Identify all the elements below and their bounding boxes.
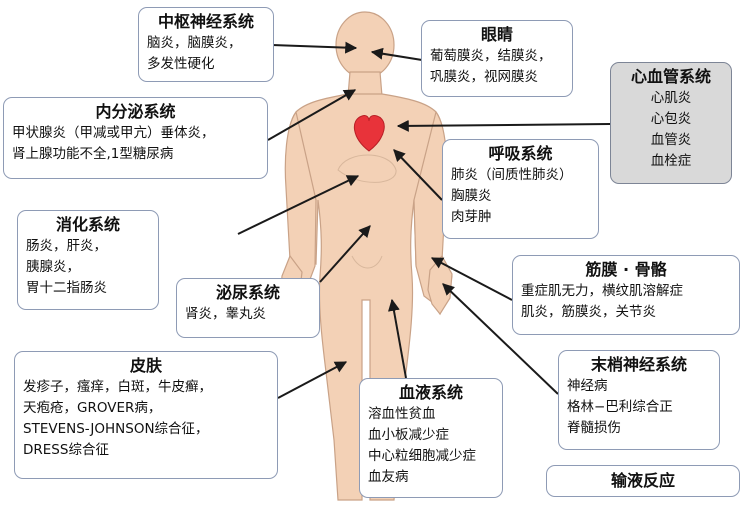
box-infusion-reaction: 输液反应 xyxy=(546,465,740,497)
box-endocrine-system: 内分泌系统 甲状腺炎（甲减或甲亢）垂体炎， 肾上腺功能不全,1型糖尿病 xyxy=(3,97,268,179)
box-line: 溶血性贫血 xyxy=(368,406,436,422)
box-line: 天疱疮，GROVER病， xyxy=(23,400,162,416)
box-line: 胃十二指肠炎 xyxy=(26,280,107,296)
arrow-cardio xyxy=(396,119,611,132)
box-line: 多发性硬化 xyxy=(147,56,215,72)
box-title: 输液反应 xyxy=(610,471,675,490)
box-peripheral-nervous-system: 末梢神经系统 神经病 格林−巴利综合正 脊髓损伤 xyxy=(558,350,720,450)
arrow-respiratory xyxy=(393,149,443,201)
arrow-eye xyxy=(370,47,423,61)
box-title: 呼吸系统 xyxy=(488,144,553,163)
box-line: 发疹子，瘙痒，白斑，牛皮癣， xyxy=(23,379,212,395)
box-line: 格林−巴利综合正 xyxy=(567,399,673,415)
box-line: 肠炎，肝炎， xyxy=(26,238,107,254)
box-skin: 皮肤 发疹子，瘙痒，白斑，牛皮癣， 天疱疮，GROVER病， STEVENS-J… xyxy=(14,351,278,479)
box-line: 心包炎 xyxy=(650,111,692,127)
organ-outlines xyxy=(337,154,397,269)
box-title: 血液系统 xyxy=(398,383,463,402)
arrow-endocrine xyxy=(267,89,357,141)
box-line: 胰腺炎， xyxy=(26,259,80,275)
box-line: 脑炎，脑膜炎， xyxy=(147,35,242,51)
box-line: 血小板减少症 xyxy=(368,427,449,443)
box-eye: 眼睛 葡萄膜炎，结膜炎， 巩膜炎，视网膜炎 xyxy=(421,20,573,97)
box-digestive-system: 消化系统 肠炎，肝炎， 胰腺炎， 胃十二指肠炎 xyxy=(17,210,159,310)
box-fascia-skeleton: 筋膜 · 骨骼 重症肌无力，横纹肌溶解症 肌炎，筋膜炎，关节炎 xyxy=(512,255,740,335)
box-title: 泌尿系统 xyxy=(215,283,280,302)
box-line: 血栓症 xyxy=(650,153,692,169)
box-title: 中枢神经系统 xyxy=(157,12,254,31)
arrow-cns xyxy=(271,41,358,54)
box-line: 胸膜炎 xyxy=(451,188,492,204)
box-blood-system: 血液系统 溶血性贫血 血小板减少症 中心粒细胞减少症 血友病 xyxy=(359,378,503,498)
box-title: 内分泌系统 xyxy=(95,102,176,121)
arrow-blood xyxy=(388,298,407,379)
box-line: 肾炎，睾丸炎 xyxy=(185,306,266,322)
box-line: 甲状腺炎（甲减或甲亢）垂体炎， xyxy=(12,125,215,141)
box-title: 皮肤 xyxy=(129,356,162,375)
box-title: 消化系统 xyxy=(55,215,120,234)
box-line: 心肌炎 xyxy=(650,90,692,106)
arrow-fascia xyxy=(430,257,513,301)
box-line: 神经病 xyxy=(567,378,608,394)
box-line: 脊髓损伤 xyxy=(567,420,621,436)
arrow-digestive xyxy=(237,175,360,235)
box-cardiovascular-system: 心血管系统 心肌炎 心包炎 血管炎 血栓症 xyxy=(610,62,732,184)
arrow-skin xyxy=(277,361,348,399)
box-line: 葡萄膜炎，结膜炎， xyxy=(430,48,552,64)
box-title: 眼睛 xyxy=(480,25,513,44)
box-line: 肉芽肿 xyxy=(451,209,492,225)
box-line: 血管炎 xyxy=(650,132,692,148)
box-title: 末梢神经系统 xyxy=(590,355,687,374)
box-line: 肺炎（间质性肺炎） xyxy=(451,167,573,183)
box-line: STEVENS-JOHNSON综合征， xyxy=(23,421,209,437)
box-respiratory-system: 呼吸系统 肺炎（间质性肺炎） 胸膜炎 肉芽肿 xyxy=(442,139,599,239)
heart-icon xyxy=(353,115,385,152)
box-line: 肾上腺功能不全,1型糖尿病 xyxy=(12,146,174,162)
box-line: 中心粒细胞减少症 xyxy=(368,448,476,464)
box-line: DRESS综合征 xyxy=(23,442,109,458)
box-title: 心血管系统 xyxy=(630,67,711,86)
box-central-nervous-system: 中枢神经系统 脑炎，脑膜炎， 多发性硬化 xyxy=(138,7,274,82)
box-line: 巩膜炎，视网膜炎 xyxy=(430,69,538,85)
arrow-peripheral xyxy=(442,283,559,395)
box-line: 肌炎，筋膜炎，关节炎 xyxy=(521,304,656,320)
box-line: 血友病 xyxy=(368,469,409,485)
arrow-urinary xyxy=(319,225,371,283)
box-urinary-system: 泌尿系统 肾炎，睾丸炎 xyxy=(176,278,320,338)
box-title: 筋膜 · 骨骼 xyxy=(585,260,667,279)
box-line: 重症肌无力，横纹肌溶解症 xyxy=(521,283,683,299)
